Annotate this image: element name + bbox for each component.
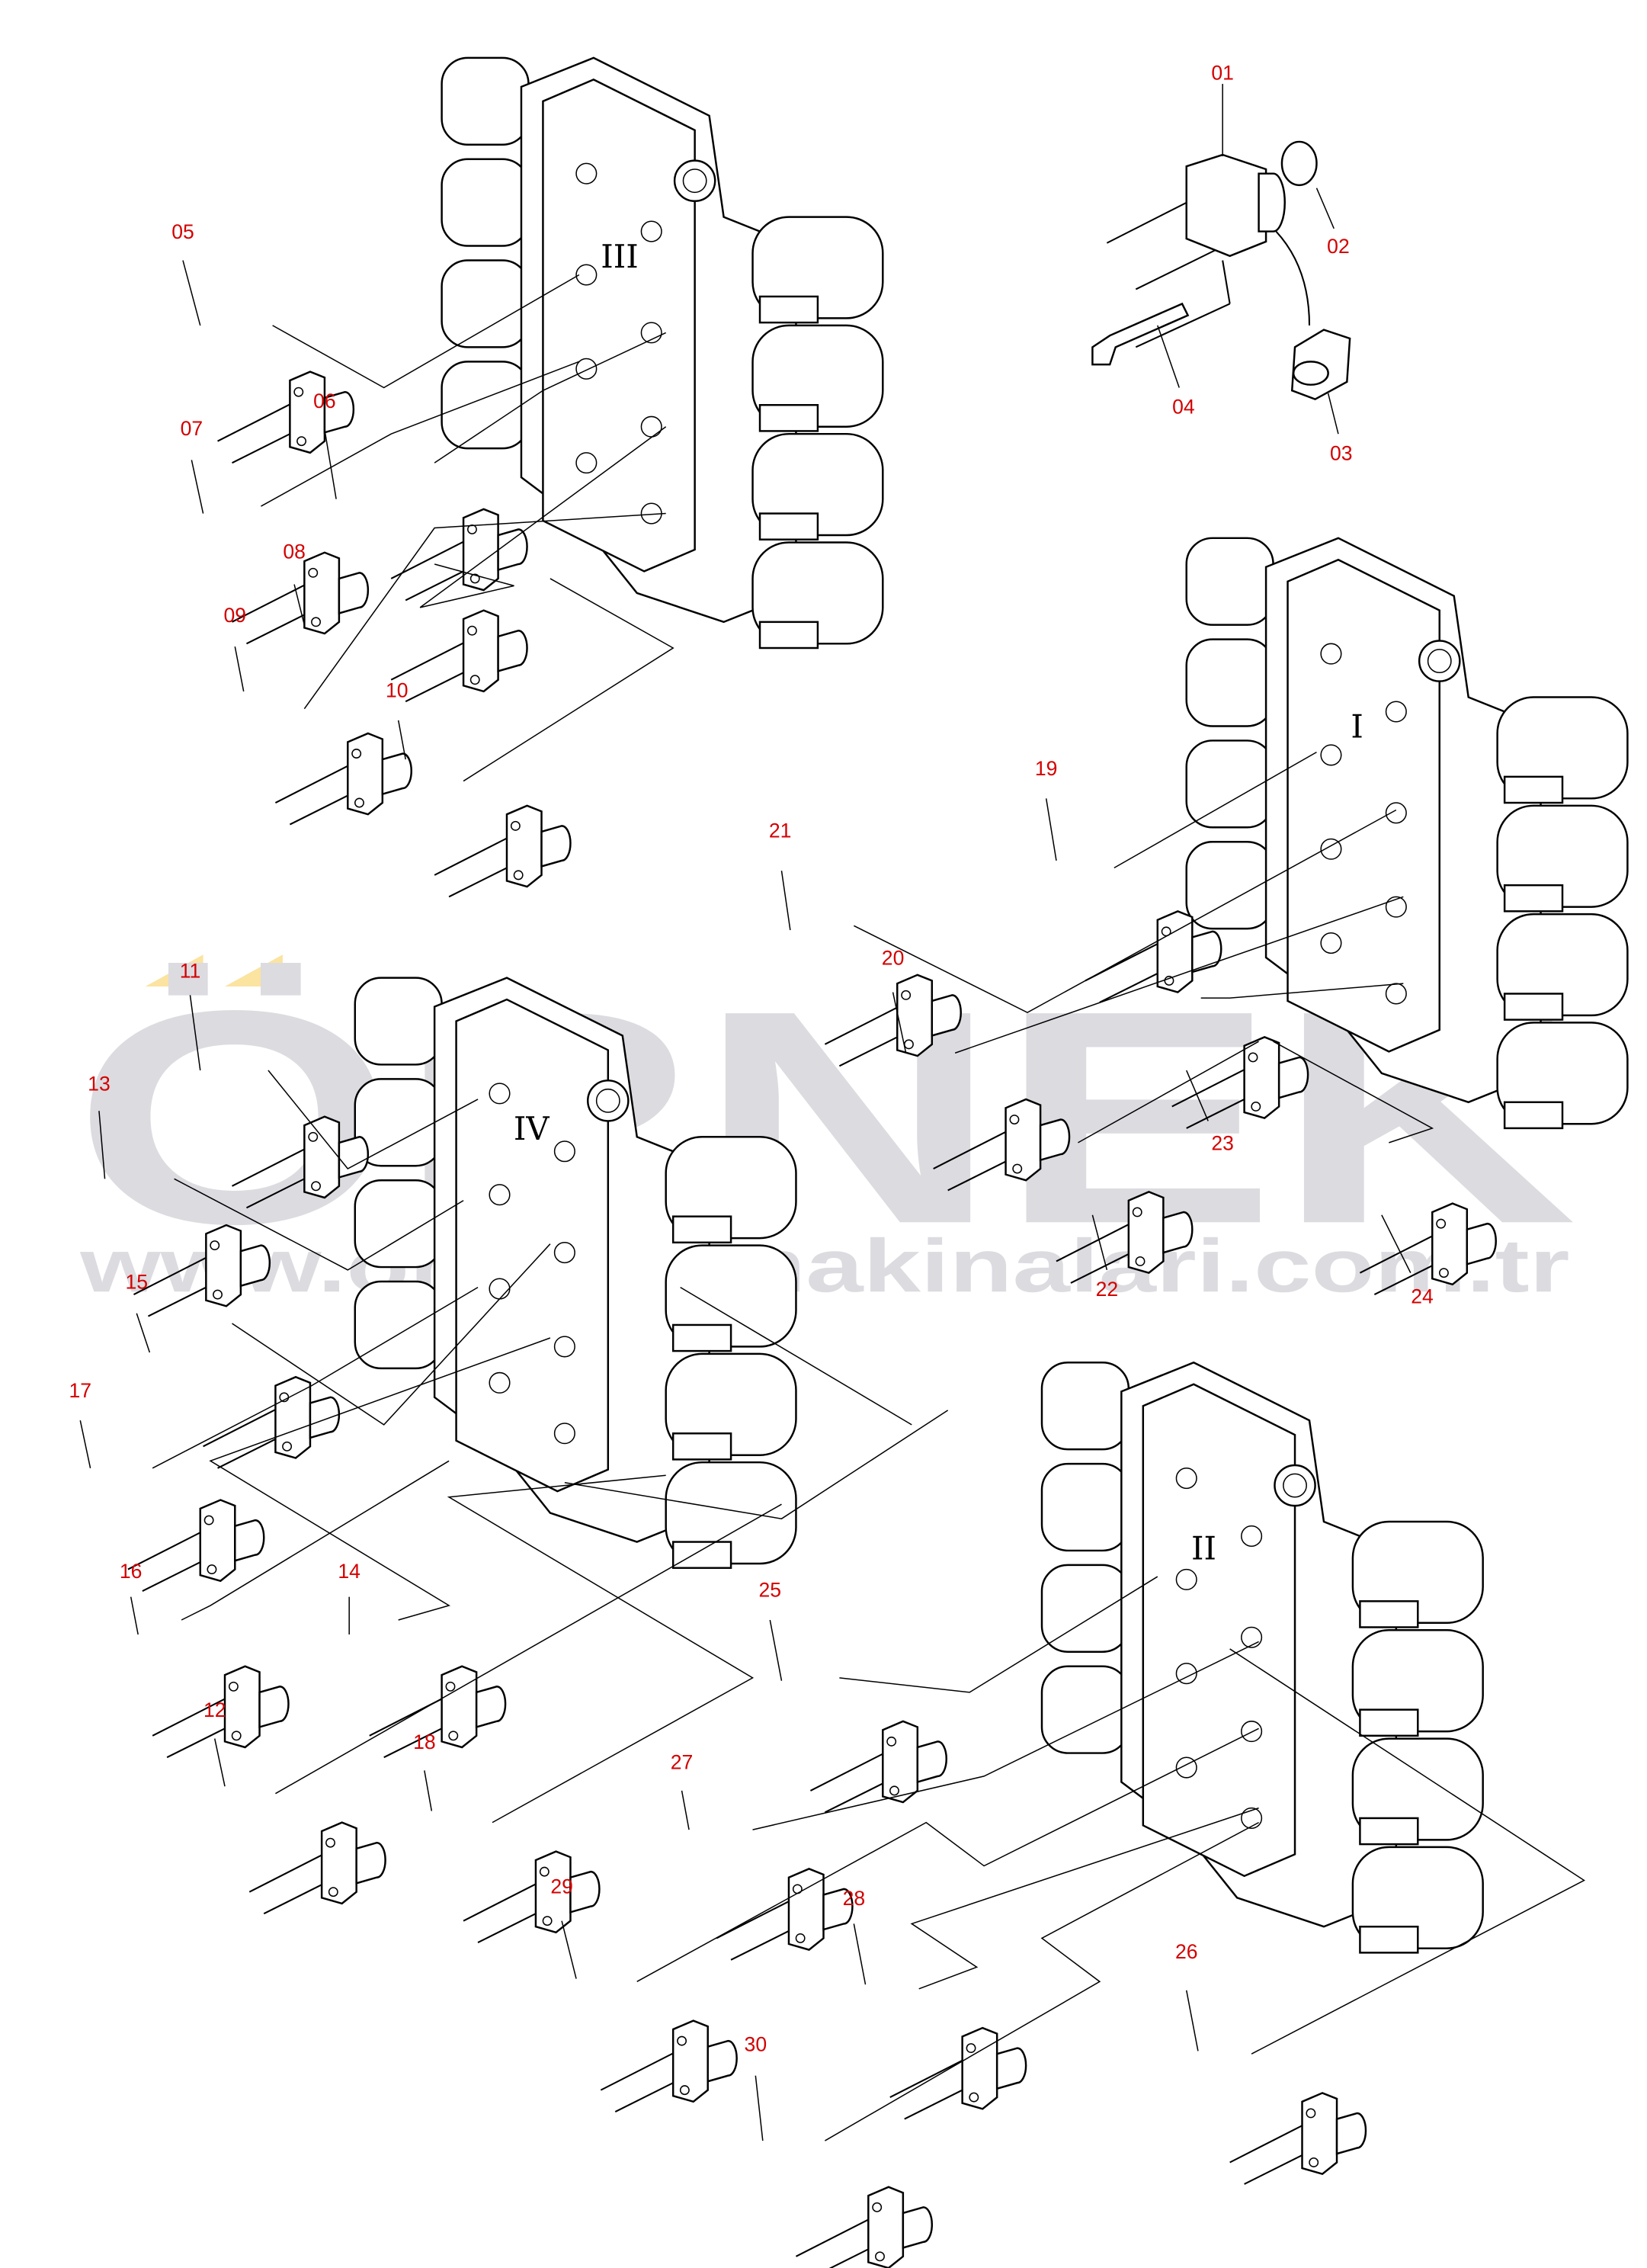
part-label-30: 30 <box>745 2032 767 2055</box>
valve-block-label: II <box>1191 1529 1216 1567</box>
part-label-27: 27 <box>671 1750 694 1773</box>
valve-block-I: I <box>1185 537 1629 1130</box>
part-label-25: 25 <box>759 1579 782 1602</box>
fitting-17 <box>127 1499 265 1593</box>
part-label-04: 04 <box>1172 396 1195 419</box>
fitting-06 <box>389 508 528 601</box>
fitting-01 <box>1106 153 1286 348</box>
fitting-27 <box>715 1868 854 1962</box>
part-label-01: 01 <box>1211 61 1234 84</box>
part-label-02: 02 <box>1327 235 1350 258</box>
plug-03 <box>1290 329 1351 401</box>
part-label-19: 19 <box>1035 757 1058 780</box>
part-label-06: 06 <box>313 390 336 412</box>
part-label-03: 03 <box>1330 441 1353 464</box>
leader-lines <box>79 84 1411 2141</box>
part-label-07: 07 <box>181 417 203 440</box>
part-label-18: 18 <box>413 1731 436 1753</box>
fitting-10 <box>433 804 572 898</box>
part-label-26: 26 <box>1175 1940 1198 1963</box>
fitting-30 <box>795 2186 934 2268</box>
fitting-07 <box>231 551 370 645</box>
part-label-08: 08 <box>283 540 306 563</box>
fitting-14 <box>368 1665 507 1759</box>
fitting-12 <box>248 1821 386 1915</box>
watermark-url: www.ornekismakinalari.com.tr <box>79 1224 1570 1307</box>
part-label-21: 21 <box>769 820 792 842</box>
part-label-20: 20 <box>882 947 905 970</box>
part-label-11: 11 <box>180 960 201 983</box>
valve-block-II: II <box>1040 1362 1484 1954</box>
connection-lines <box>152 274 1585 2141</box>
arrow <box>1275 230 1311 326</box>
fitting-25 <box>809 1720 948 1814</box>
fitting-28 <box>889 2026 1027 2120</box>
fitting-26 <box>1229 2092 1367 2186</box>
part-label-28: 28 <box>843 1887 866 1910</box>
fitting-09 <box>274 732 412 826</box>
fitting-18 <box>462 1850 601 1944</box>
fitting-29 <box>600 2019 738 2113</box>
fitting-15 <box>202 1376 341 1470</box>
part-label-10: 10 <box>386 679 409 702</box>
fitting-05 <box>216 371 355 464</box>
part-label-16: 16 <box>120 1560 143 1583</box>
part-labels: 01 02 03 04 05 06 07 08 09 10 11 12 13 1… <box>69 61 1434 2055</box>
o-ring-02 <box>1280 140 1318 187</box>
watermark-accent <box>225 954 283 986</box>
part-label-23: 23 <box>1211 1131 1234 1154</box>
part-label-22: 22 <box>1096 1278 1119 1301</box>
fitting-08 <box>389 609 528 703</box>
part-label-13: 13 <box>88 1073 111 1096</box>
bolt-04 <box>1091 302 1190 366</box>
valve-block-III: III <box>441 56 884 650</box>
part-label-12: 12 <box>203 1699 226 1721</box>
part-label-17: 17 <box>69 1379 92 1402</box>
part-label-15: 15 <box>126 1271 149 1294</box>
part-label-09: 09 <box>224 604 247 627</box>
part-label-05: 05 <box>171 220 194 243</box>
valve-block-IV: IV <box>354 977 797 1569</box>
valve-block-label: III <box>601 238 638 275</box>
part-label-24: 24 <box>1411 1285 1434 1307</box>
part-label-29: 29 <box>550 1875 573 1898</box>
valve-block-label: I <box>1351 708 1363 746</box>
valve-block-label: IV <box>514 1110 550 1147</box>
part-label-14: 14 <box>338 1560 360 1583</box>
